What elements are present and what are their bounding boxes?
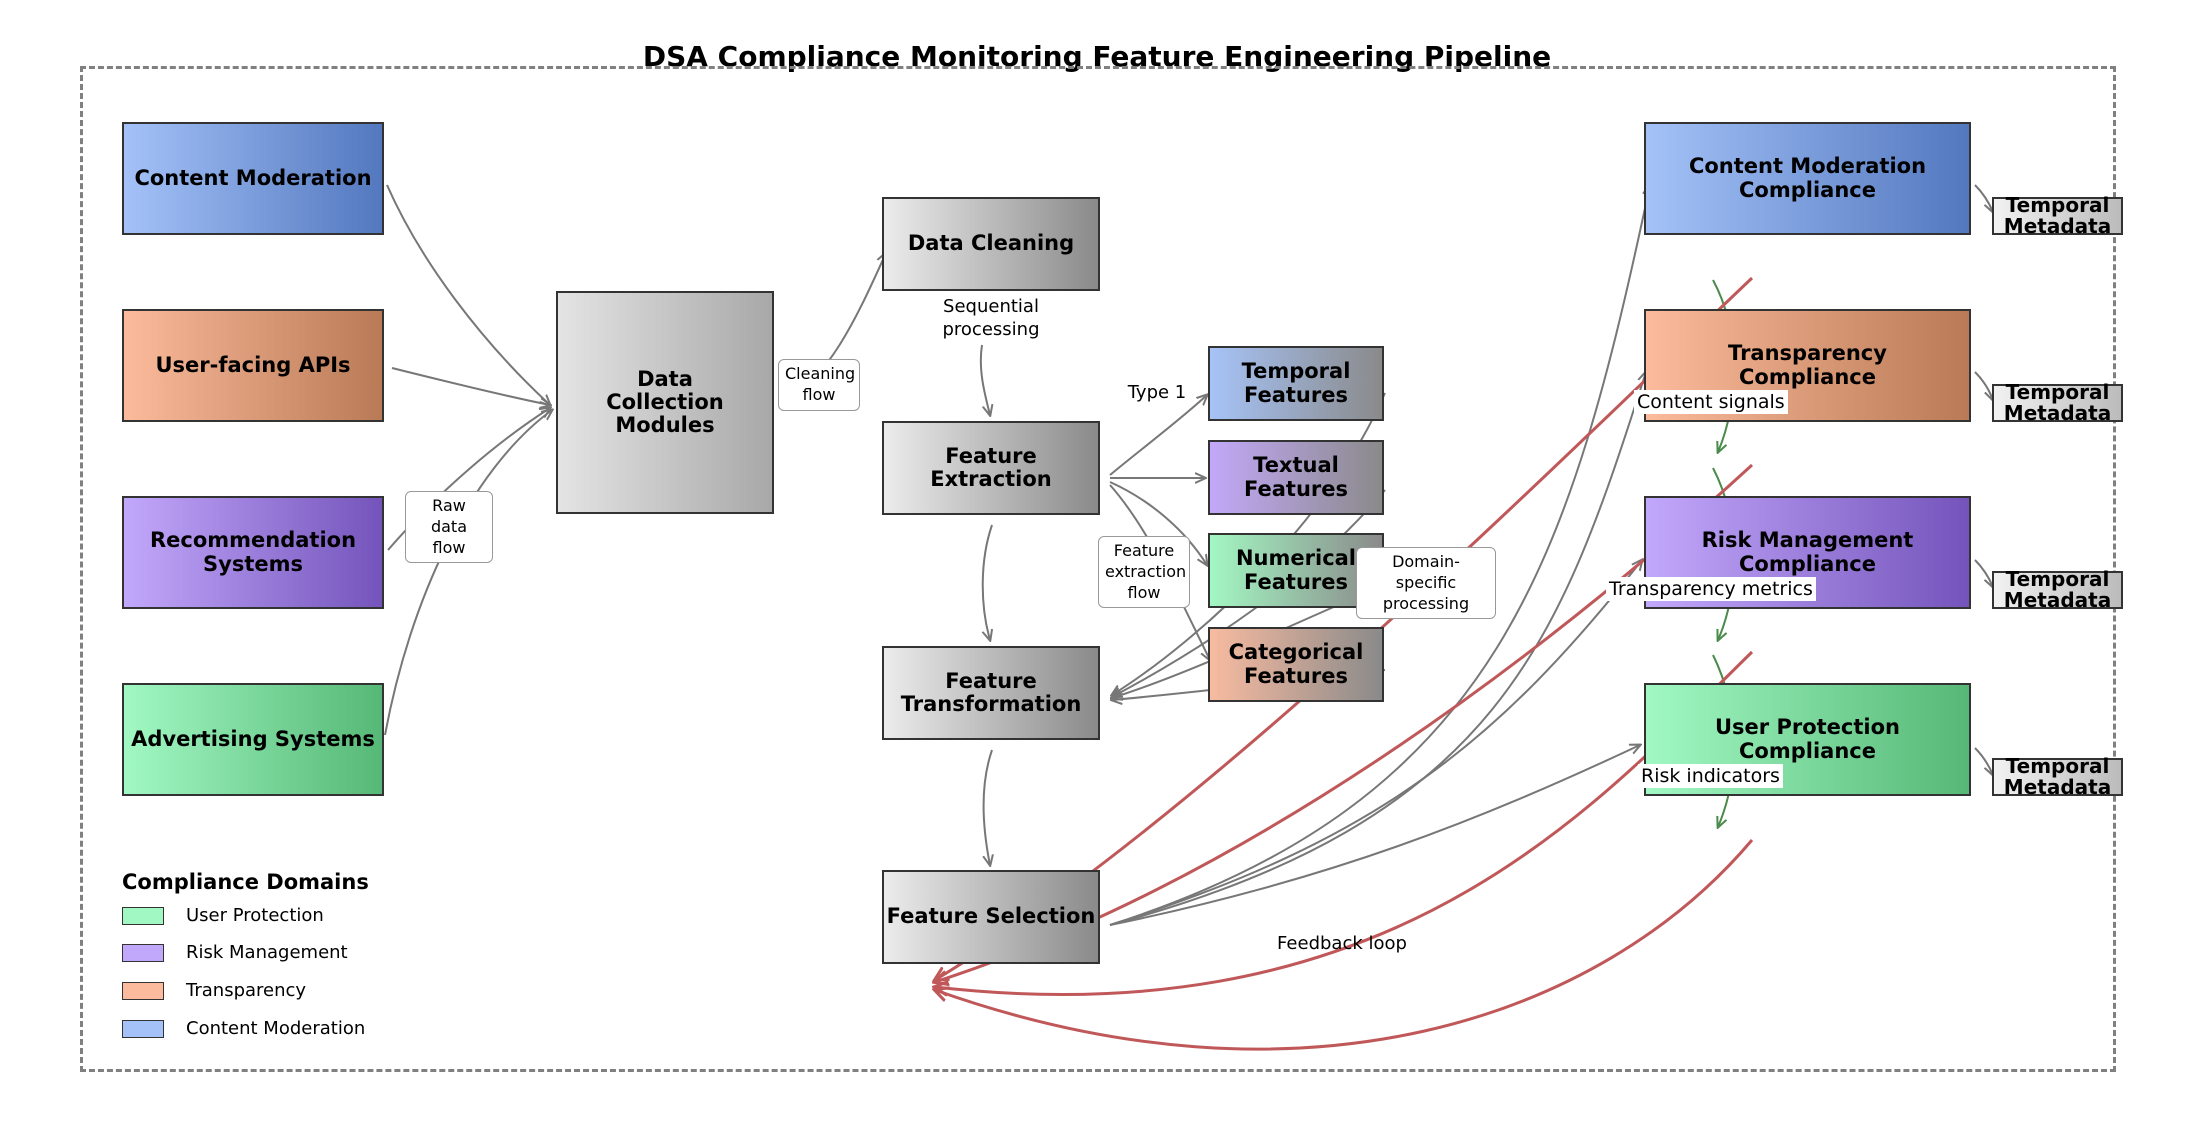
legend-item-transparency: Transparency [122,980,306,1001]
feature-transformation-node: Feature Transformation [882,646,1100,740]
source-content-moderation: Content Moderation [122,122,384,235]
temporal-metadata-4: Temporal Metadata [1992,756,2123,798]
source-recommendation-systems: Recommendation Systems [122,496,384,609]
edge-extraction-to-numerical [1109,481,1207,565]
feature-type-categorical: Categorical Features [1208,627,1384,702]
temporal-metadata-2: Temporal Metadata [1992,382,2123,424]
edge-extraction-to-transformation [983,524,992,640]
source-advertising-systems: Advertising Systems [122,683,384,796]
data-cleaning-node: Data Cleaning [882,197,1100,291]
legend-swatch-user-protection [122,906,164,925]
edge-feedback-4 [935,839,1754,1051]
edge-selection-to-user-compliance [1109,745,1640,926]
edge-content-moderation-to-collection [386,184,550,405]
legend-label-risk-management: Risk Management [186,942,348,963]
edge-user-apis-to-collection [391,367,550,405]
legend-title: Compliance Domains [122,870,369,894]
label-raw-data-flow: Raw data flow [405,491,493,564]
label-type-1: Type 1 [1127,382,1187,403]
legend-item-content-moderation: Content Moderation [122,1018,365,1039]
edge-textual-to-transformation [1112,489,1386,697]
feature-type-textual: Textual Features [1208,440,1384,515]
edge-cleaning-to-extraction [979,344,990,415]
label-risk-indicators: Risk indicators [1638,764,1783,788]
legend-swatch-risk-management [122,943,164,962]
legend-label-transparency: Transparency [186,980,307,1001]
label-feature-extraction-flow: Feature extraction flow [1098,536,1190,609]
label-domain-specific-processing: Domain-specific processing [1356,547,1496,620]
feature-selection-node: Feature Selection [882,870,1100,964]
legend-label-content-moderation: Content Moderation [186,1018,366,1039]
legend-swatch-content-moderation [122,1019,164,1038]
edge-extraction-to-temporal [1109,395,1207,476]
source-user-facing-apis: User-facing APIs [122,309,384,422]
pipeline-frame [80,66,2116,1072]
label-feedback-loop: Feedback loop [1277,933,1407,954]
temporal-metadata-3: Temporal Metadata [1992,569,2123,611]
feature-type-temporal: Temporal Features [1208,346,1384,421]
legend-swatch-transparency [122,981,164,1000]
edge-selection-to-transparency-compliance [1109,372,1646,926]
compliance-transparency: Transparency Compliance [1644,309,1971,422]
compliance-content-moderation: Content Moderation Compliance [1644,122,1971,235]
data-collection-modules: Data Collection Modules [556,291,774,514]
label-transparency-metrics: Transparency metrics [1606,577,1816,601]
feature-extraction-node: Feature Extraction [882,421,1100,515]
label-content-signals: Content signals [1634,390,1788,414]
legend-item-user-protection: User Protection [122,905,324,926]
edge-transformation-to-selection [984,749,993,865]
legend-label-user-protection: User Protection [186,905,324,926]
edge-selection-to-risk-compliance [1109,560,1642,926]
temporal-metadata-1: Temporal Metadata [1992,195,2123,237]
label-cleaning-flow: Cleaning flow [778,359,860,411]
edge-selection-to-content-compliance [1109,185,1650,926]
label-sequential-processing: Sequential processing [942,296,1040,340]
legend-item-risk-management: Risk Management [122,942,348,963]
